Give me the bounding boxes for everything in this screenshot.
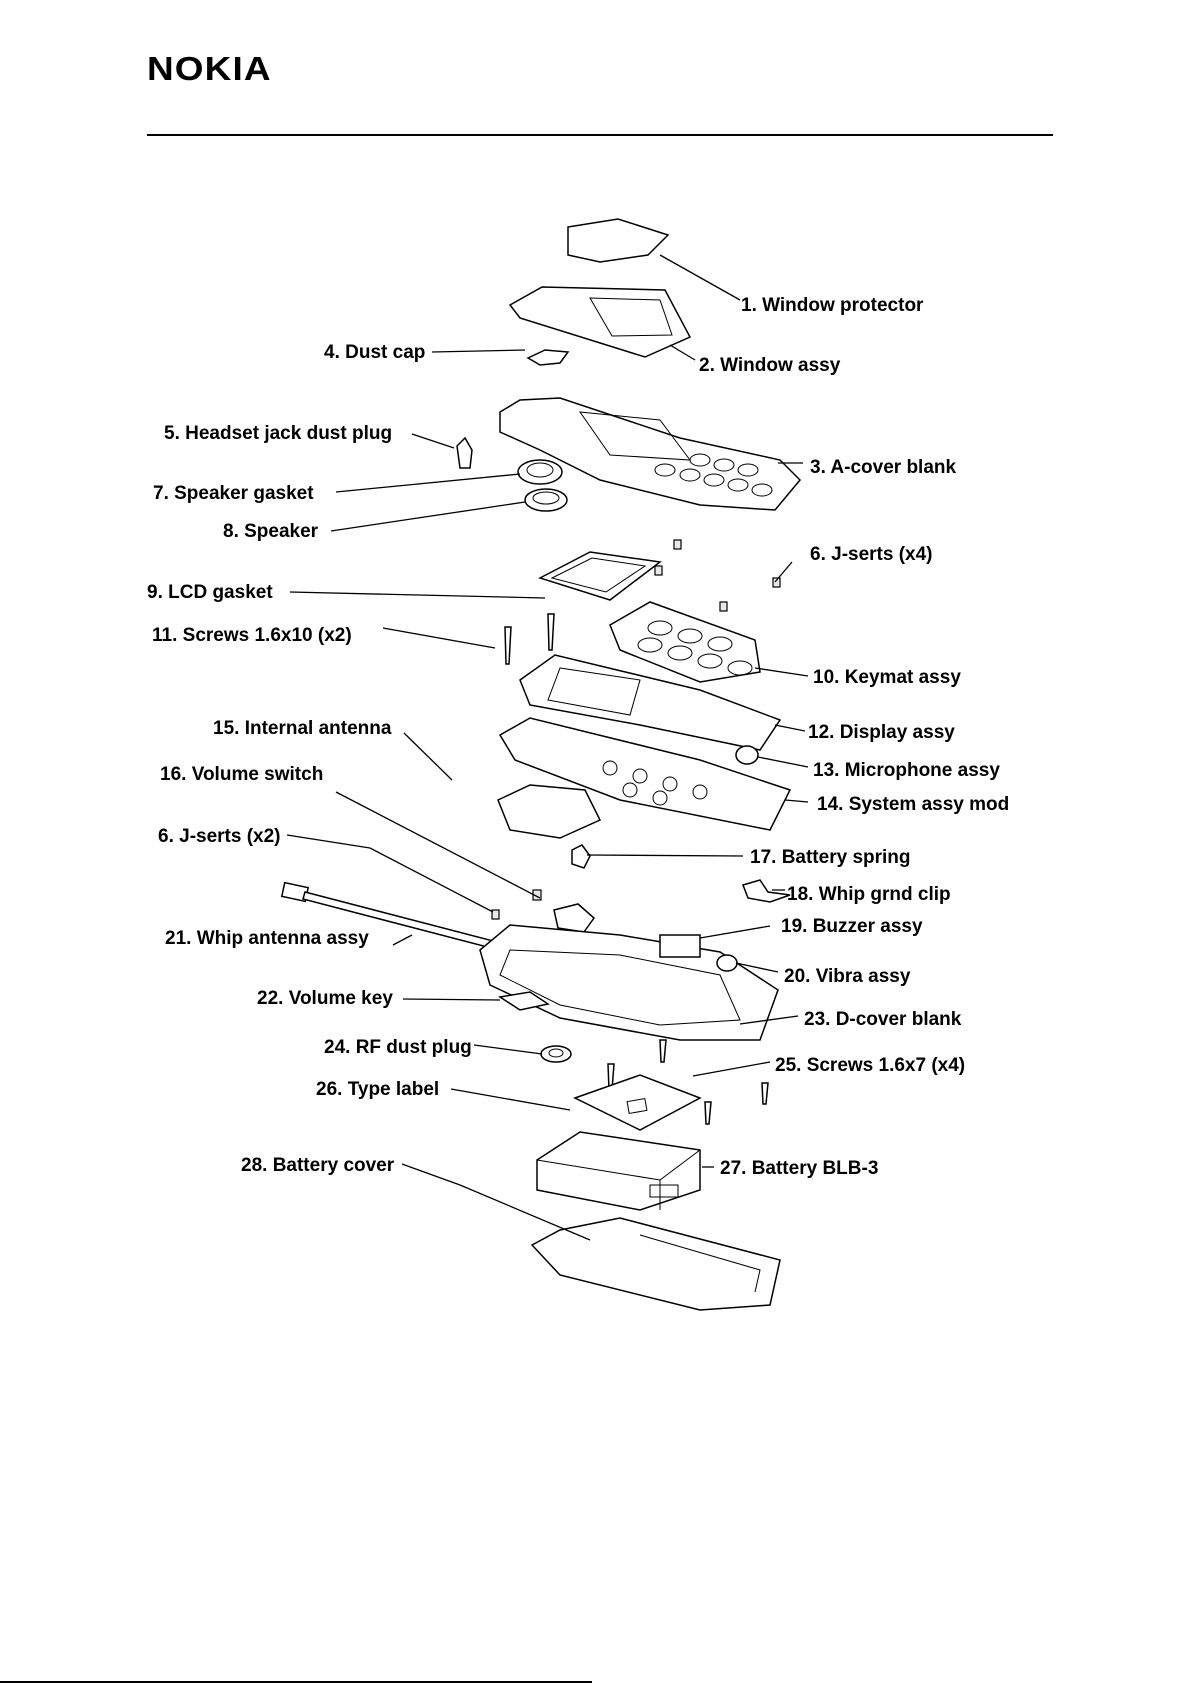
microphone-part <box>735 745 759 765</box>
label-window-protector: 1. Window protector <box>741 295 924 316</box>
speaker-gasket-part <box>517 459 563 485</box>
label-battery-cover: 28. Battery cover <box>241 1155 395 1176</box>
battery-part <box>536 1131 701 1211</box>
j-sert-part <box>654 565 663 576</box>
label-j-serts-x4: 6. J-serts (x4) <box>810 544 933 565</box>
screw-part <box>761 1082 769 1105</box>
a-cover-part <box>499 397 802 511</box>
window-assy-part <box>508 286 692 358</box>
label-d-cover-blank: 23. D-cover blank <box>804 1009 962 1030</box>
label-whip-grnd-clip: 18. Whip grnd clip <box>787 884 951 905</box>
keymat-keys <box>637 620 753 676</box>
label-microphone-assy: 13. Microphone assy <box>813 760 1000 781</box>
volume-key-part <box>497 991 550 1011</box>
label-battery-blb-3: 27. Battery BLB-3 <box>720 1158 878 1179</box>
label-speaker: 8. Speaker <box>223 521 319 542</box>
d-cover-part <box>479 924 779 1041</box>
header-rule <box>147 134 1053 136</box>
j-sert-part <box>673 539 682 550</box>
label-keymat-assy: 10. Keymat assy <box>813 667 961 688</box>
label-vibra-assy: 20. Vibra assy <box>784 966 911 987</box>
j-sert-part <box>491 909 500 920</box>
leader-lines <box>286 254 809 1241</box>
nokia-logo: NOKIA <box>147 50 272 87</box>
label-screws-1-6x7: 25. Screws 1.6x7 (x4) <box>775 1055 965 1076</box>
dust-cap-part <box>526 349 570 366</box>
label-volume-switch: 16. Volume switch <box>160 764 323 785</box>
footer-rule <box>0 1681 592 1683</box>
label-headset-jack-dust-plug: 5. Headset jack dust plug <box>164 423 392 444</box>
label-display-assy: 12. Display assy <box>808 722 955 743</box>
window-protector-part <box>567 218 670 263</box>
whip-ground-clip-part <box>742 879 791 903</box>
label-screws-1-6x10: 11. Screws 1.6x10 (x2) <box>152 625 352 646</box>
label-volume-key: 22. Volume key <box>257 988 393 1009</box>
label-buzzer-assy: 19. Buzzer assy <box>781 916 923 937</box>
internal-antenna-part <box>497 784 602 839</box>
screw-part <box>704 1101 712 1125</box>
label-battery-spring: 17. Battery spring <box>750 847 911 868</box>
rf-dust-plug-part <box>540 1045 572 1063</box>
label-lcd-gasket: 9. LCD gasket <box>147 582 273 603</box>
j-sert-part <box>719 601 728 612</box>
screw-part <box>547 613 555 651</box>
label-type-label: 26. Type label <box>316 1079 439 1100</box>
parts-illustration <box>280 218 802 1311</box>
a-cover-keys <box>654 453 773 497</box>
screw-part <box>504 626 512 665</box>
label-system-assy-mod: 14. System assy mod <box>817 794 1009 815</box>
label-j-serts-x2: 6. J-serts (x2) <box>158 826 281 847</box>
label-whip-antenna-assy: 21. Whip antenna assy <box>165 928 369 949</box>
label-dust-cap: 4. Dust cap <box>324 342 425 363</box>
j-sert-part <box>772 577 781 588</box>
label-speaker-gasket: 7. Speaker gasket <box>153 483 314 504</box>
page-header: NOKIA <box>0 0 1191 140</box>
label-a-cover-blank: 3. A-cover blank <box>810 457 957 478</box>
buzzer-part <box>659 934 701 958</box>
callout-labels: 1. Window protector 2. Window assy 3. A-… <box>147 295 1009 1179</box>
vibra-part <box>716 954 738 972</box>
system-assy-part <box>498 717 792 831</box>
label-internal-antenna: 15. Internal antenna <box>213 718 392 739</box>
type-label-part <box>573 1074 702 1131</box>
label-window-assy: 2. Window assy <box>699 355 841 376</box>
battery-spring-part <box>571 844 591 869</box>
volume-switch-block-part <box>553 903 596 933</box>
headset-jack-plug-part <box>456 436 473 469</box>
display-assy-part <box>519 654 782 751</box>
label-rf-dust-plug: 24. RF dust plug <box>324 1037 472 1058</box>
battery-cover-part <box>530 1217 781 1311</box>
screw-part <box>659 1039 667 1063</box>
